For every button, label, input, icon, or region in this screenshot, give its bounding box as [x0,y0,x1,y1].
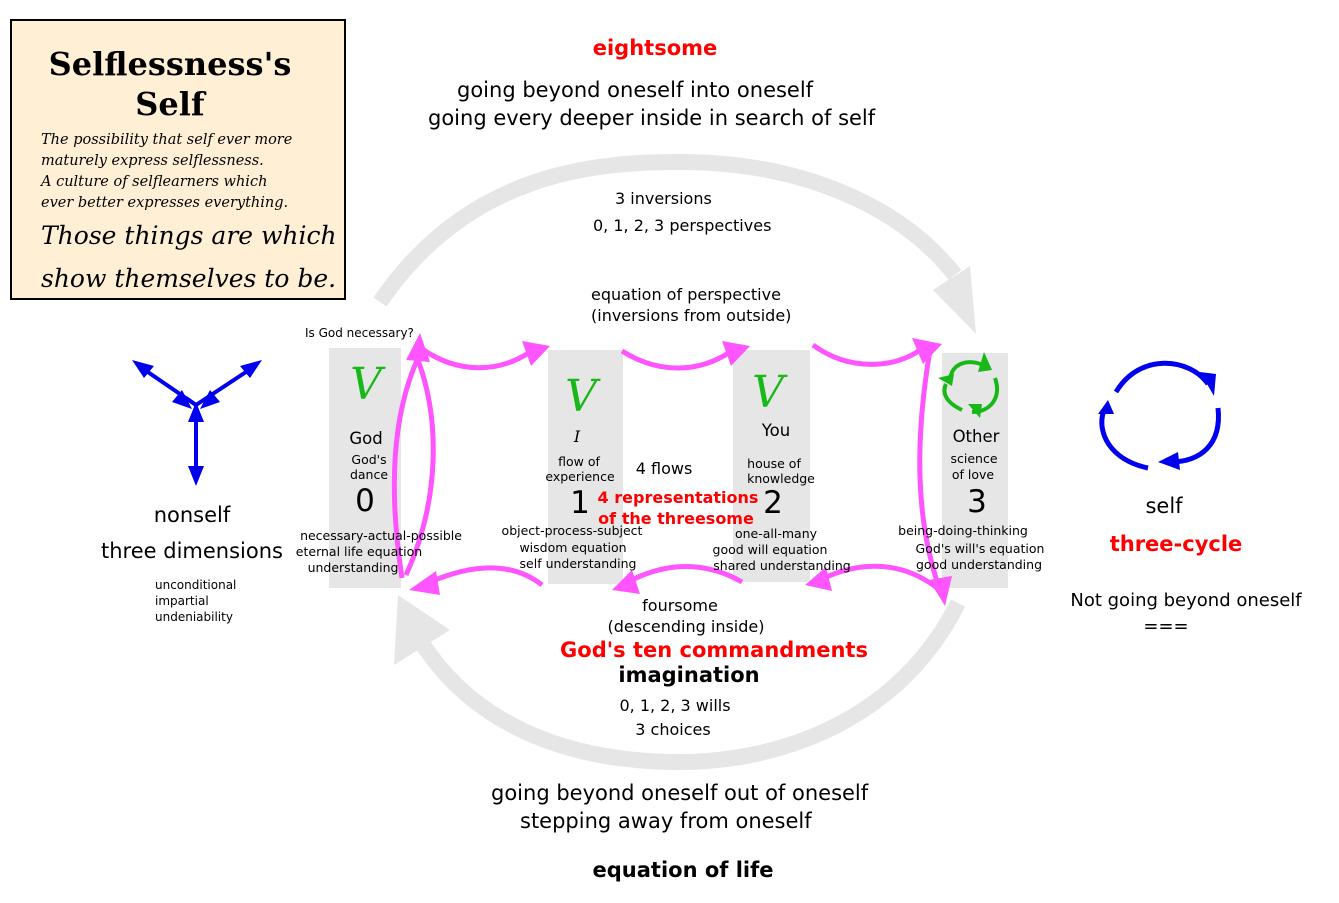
column-you-bg [733,350,810,582]
column-you-foot2: good will equation [712,542,828,557]
bottom-line-2: stepping away from oneself [520,809,812,833]
column-you-foot3: shared understanding [713,558,851,573]
title-desc-line2: maturely express selflessness. [41,153,264,169]
descending-label: (descending inside) [607,617,765,636]
title-quote-line1: Those things are which [41,221,337,250]
flow-arrows-bottom [429,563,944,594]
flows-label: 4 flows [635,459,693,478]
flow-arrowheads-top [522,338,942,366]
column-god-foot3: understanding [307,560,399,575]
column-i-number: 1 [570,485,590,521]
column-you-sub1: house of [747,456,801,471]
column-i-name: I [573,427,581,446]
inversions-outside-label: (inversions from outside) [591,306,792,325]
perspectives-label: 0, 1, 2, 3 perspectives [593,216,772,235]
column-other-foot1: being-doing-thinking [898,523,1028,538]
column-other-foot3: good understanding [915,557,1043,572]
column-other-foot2: God's will's equation [915,541,1045,556]
column-i-foot3: self understanding [519,556,637,571]
three-cycle-label: three-cycle [1109,532,1243,556]
column-other-name: Other [952,427,1000,446]
self-label: self [1145,494,1183,518]
representations-line1: 4 representations [597,488,759,507]
flow-arrows-top [420,342,922,371]
left-item-undeniability: undeniability [155,610,233,624]
column-you-number: 2 [763,485,783,521]
inversions-label: 3 inversions [615,189,712,208]
outer-arc-bottom [394,595,966,771]
equals-label: === [1143,616,1189,637]
column-other-sub1: science [950,451,998,466]
flow-arrows-sides [391,349,943,591]
column-i-sub2: experience [545,469,615,484]
column-you-foot1: one-all-many [734,526,818,541]
cycle-icon [1099,360,1221,471]
column-you-name: You [761,421,791,440]
column-god-sub2: dance [349,467,389,482]
imagination-label: imagination [618,663,760,687]
title-desc-line4: ever better expresses everything. [41,195,289,211]
choices-label: 3 choices [635,720,711,739]
commandments-label: God's ten commandments [560,638,868,662]
title-quote-line2: show themselves to be. [41,264,337,293]
column-other-sub2: of love [951,467,995,482]
wills-label: 0, 1, 2, 3 wills [619,696,731,715]
column-i-sub1: flow of [558,454,600,469]
top-line-1: going beyond oneself into oneself [457,78,814,102]
foursome-label: foursome [642,596,718,615]
title-heading-line1: Selflessness's [48,45,292,83]
title-heading-line2: Self [135,85,205,123]
v-glyph-icon: V [565,371,597,422]
nonself-label: nonself [153,503,231,527]
title-desc-line1: The possibility that self ever more [41,132,293,148]
title-desc-line3: A culture of selflearners which [41,174,268,190]
column-god-bg [329,348,401,588]
column-you-sub2: knowledge [747,471,815,486]
three-dimensions-label: three dimensions [101,539,283,563]
column-i-bg [548,350,623,584]
v-glyph-icon: V [350,359,382,410]
column-god-foot1: necessary-actual-possible [300,528,462,543]
column-god-number: 0 [355,483,375,519]
title-box: Selflessness's Self The possibility that… [10,19,346,300]
cycle-arrowheads [1098,372,1216,470]
column-god-sub1: God's [351,452,387,467]
column-other-number: 3 [967,484,987,520]
column-god-foot2: eternal life equation [295,544,423,559]
tri-arrow-heads [132,360,262,486]
flow-arrowheads-bottom [409,567,832,595]
column-i-foot2: wisdom equation [519,540,627,555]
top-line-2: going every deeper inside in search of s… [428,106,876,130]
god-question-label: Is God necessary? [305,326,414,340]
left-item-impartial: impartial [155,594,209,608]
bottom-line-1: going beyond oneself out of oneself [491,781,869,805]
column-god-name: God [349,429,383,448]
not-going-label: Not going beyond oneself [1070,590,1302,611]
left-item-unconditional: unconditional [155,578,237,592]
outer-arc-top [373,153,976,334]
eightsome-label: eightsome [592,36,718,60]
representations-line2: of the threesome [598,509,754,528]
recycle-arrowheads [938,352,992,418]
column-i-foot1: object-process-subject [501,523,643,538]
equation-of-life-label: equation of life [592,858,774,882]
v-glyph-icon: V [752,367,784,418]
equation-perspective-label: equation of perspective [591,285,781,304]
